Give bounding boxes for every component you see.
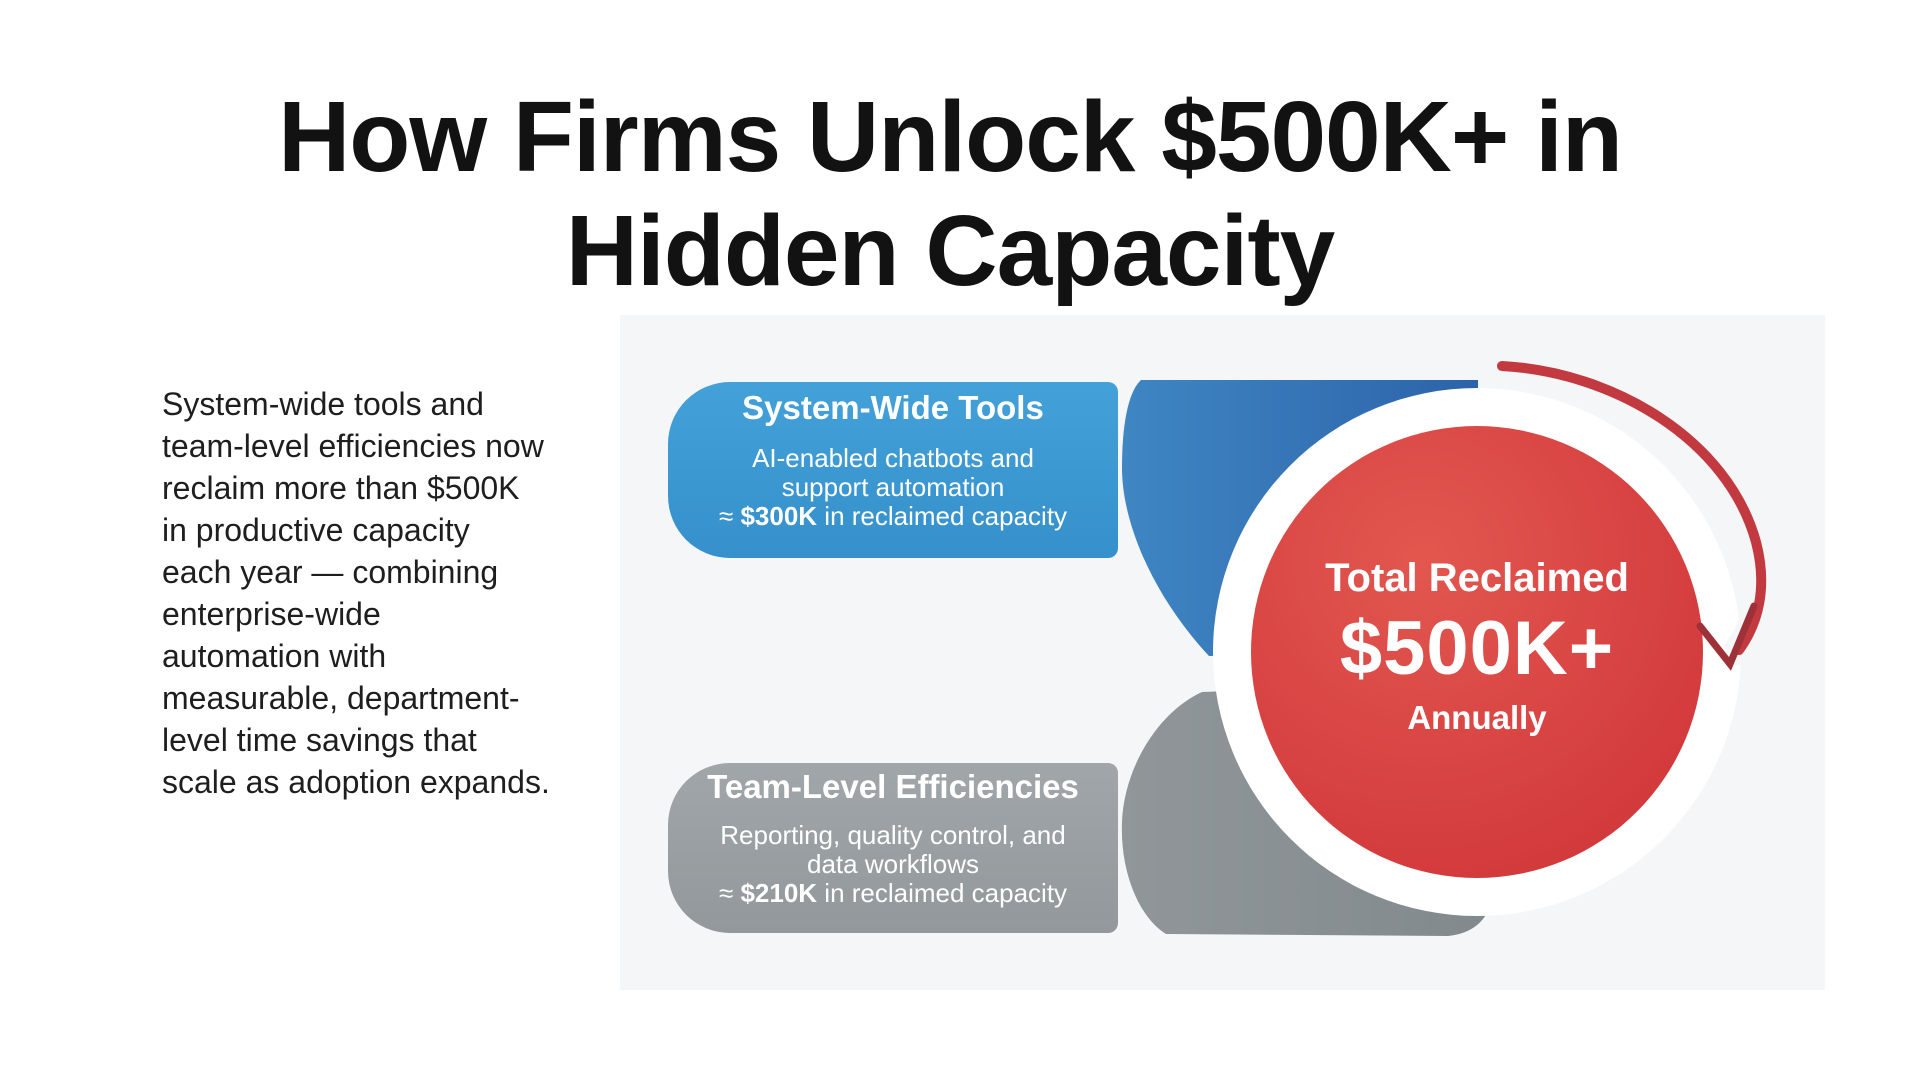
source-title: System-Wide Tools xyxy=(742,389,1044,426)
cycle-arrow xyxy=(1497,361,1767,655)
source-description: AI-enabled chatbots and support automati… xyxy=(752,443,1034,502)
source-description: Reporting, quality control, and data wor… xyxy=(720,820,1066,879)
approx-symbol: ≈ xyxy=(718,878,741,908)
source-title: Team-Level Efficiencies xyxy=(707,768,1079,805)
source-value-suffix: in reclaimed capacity xyxy=(817,501,1068,531)
source-box-system-wide-tools: System-Wide Tools AI-enabled chatbots an… xyxy=(668,382,1118,558)
source-value-line: ≈ $210K in reclaimed capacity xyxy=(668,879,1118,908)
total-value: $500K+ xyxy=(1339,606,1615,691)
intro-paragraph: System-wide tools and team-level efficie… xyxy=(162,386,550,800)
total-circle xyxy=(1251,426,1703,878)
source-value-suffix: in reclaimed capacity xyxy=(817,878,1068,908)
source-value: $210K xyxy=(740,878,818,908)
page-title: How Firms Unlock $500K+ in Hidden Capaci… xyxy=(278,81,1623,307)
cycle-arrowhead-icon xyxy=(1696,602,1758,671)
approx-symbol: ≈ xyxy=(718,501,741,531)
source-value-line: ≈ $300K in reclaimed capacity xyxy=(668,502,1118,531)
total-label-bottom: Annually xyxy=(1407,699,1547,736)
source-box-team-level-efficiencies: Team-Level Efficiencies Reporting, quali… xyxy=(668,763,1118,933)
total-label-top: Total Reclaimed xyxy=(1325,556,1629,600)
total-reclaimed-label: Total Reclaimed $500K+ Annually xyxy=(1227,552,1727,742)
source-value: $300K xyxy=(740,501,818,531)
